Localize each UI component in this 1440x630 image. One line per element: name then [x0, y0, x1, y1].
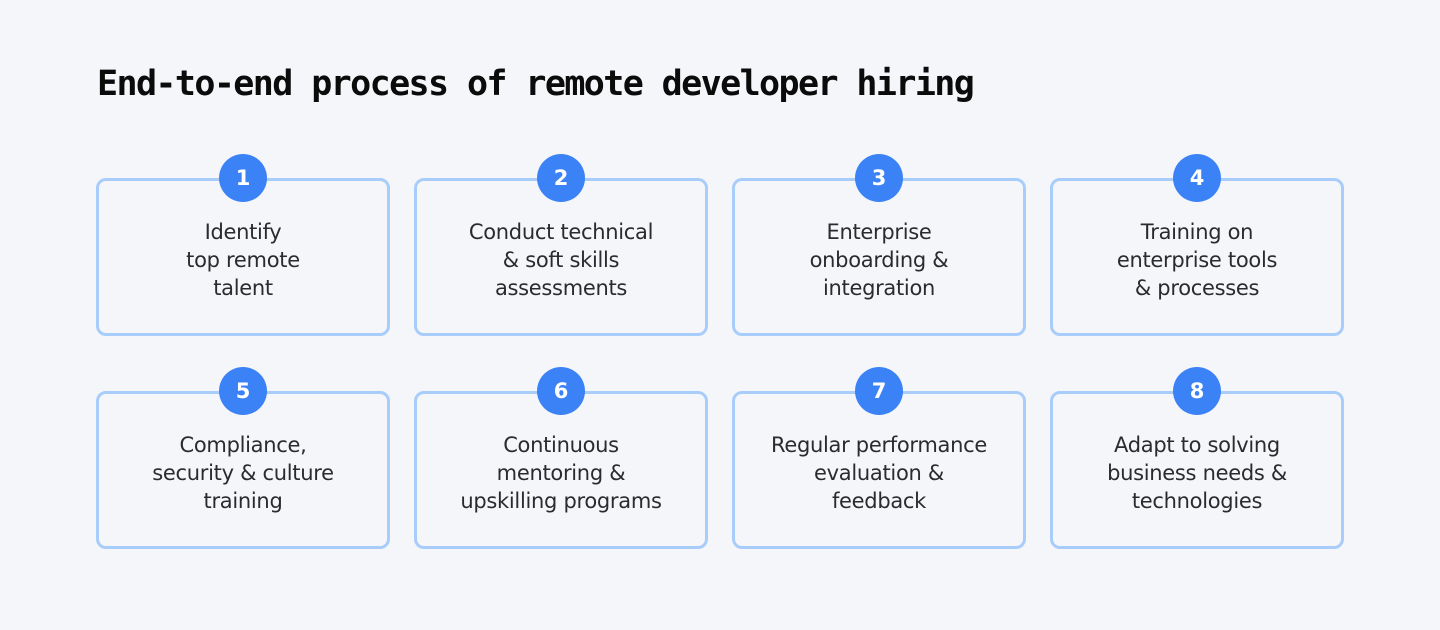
step-number-badge: 8	[1173, 367, 1221, 415]
step-description: Compliance, security & culture training	[99, 431, 387, 515]
step-text-line: technologies	[1131, 489, 1263, 513]
step-card-7: 7 Regular performance evaluation & feedb…	[732, 367, 1026, 549]
step-description: Continuous mentoring & upskilling progra…	[417, 431, 705, 515]
step-text-line: Adapt to solving	[1114, 433, 1280, 457]
step-card-5: 5 Compliance, security & culture trainin…	[96, 367, 390, 549]
step-text-line: mentoring &	[496, 461, 626, 485]
step-text-line: talent	[213, 276, 273, 300]
step-text-line: Continuous	[503, 433, 619, 457]
step-description: Conduct technical & soft skills assessme…	[417, 218, 705, 302]
page-title: End-to-end process of remote developer h…	[97, 64, 975, 104]
step-number-badge: 3	[855, 154, 903, 202]
step-text-line: & processes	[1134, 276, 1260, 300]
step-text-line: upskilling programs	[460, 489, 662, 513]
step-description: Adapt to solving business needs & techno…	[1053, 431, 1341, 515]
step-description: Training on enterprise tools & processes	[1053, 218, 1341, 302]
step-text-line: onboarding &	[809, 248, 949, 272]
step-number-badge: 7	[855, 367, 903, 415]
step-text-line: training	[203, 489, 283, 513]
step-text-line: integration	[822, 276, 936, 300]
step-number-badge: 2	[537, 154, 585, 202]
step-description: Regular performance evaluation & feedbac…	[735, 431, 1023, 515]
step-text-line: feedback	[831, 489, 927, 513]
step-card-1: 1 Identify top remote talent	[96, 154, 390, 336]
step-description: Enterprise onboarding & integration	[735, 218, 1023, 302]
step-number-badge: 4	[1173, 154, 1221, 202]
step-card-2: 2 Conduct technical & soft skills assess…	[414, 154, 708, 336]
step-text-line: Compliance,	[179, 433, 307, 457]
step-number-badge: 5	[219, 367, 267, 415]
step-text-line: evaluation &	[814, 461, 944, 485]
step-number-badge: 1	[219, 154, 267, 202]
step-text-line: assessments	[494, 276, 628, 300]
step-card-3: 3 Enterprise onboarding & integration	[732, 154, 1026, 336]
step-text-line: Regular performance	[770, 433, 987, 457]
step-text-line: Conduct technical	[468, 220, 654, 244]
step-number-badge: 6	[537, 367, 585, 415]
step-text-line: Enterprise	[826, 220, 932, 244]
step-card-6: 6 Continuous mentoring & upskilling prog…	[414, 367, 708, 549]
step-text-line: business needs &	[1107, 461, 1287, 485]
step-text-line: & soft skills	[502, 248, 620, 272]
step-text-line: Identify	[204, 220, 282, 244]
step-text-line: top remote	[186, 248, 300, 272]
step-card-8: 8 Adapt to solving business needs & tech…	[1050, 367, 1344, 549]
step-text-line: Training on	[1140, 220, 1254, 244]
step-description: Identify top remote talent	[99, 218, 387, 302]
step-card-4: 4 Training on enterprise tools & process…	[1050, 154, 1344, 336]
step-text-line: enterprise tools	[1116, 248, 1278, 272]
step-text-line: security & culture	[152, 461, 334, 485]
